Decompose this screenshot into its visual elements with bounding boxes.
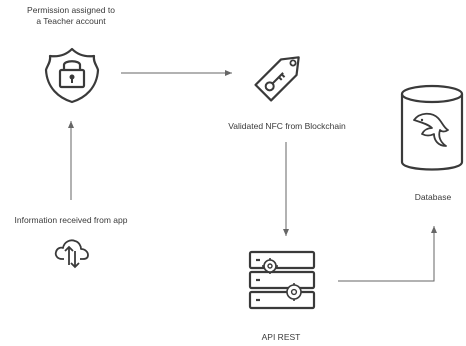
- permission-label-line1: Permission assigned to: [27, 5, 115, 15]
- database-dolphin-icon: [400, 84, 464, 171]
- cloud-sync-icon: [54, 239, 89, 269]
- server-gear-icon: [248, 250, 316, 310]
- tag-key-icon: [254, 56, 300, 102]
- permission-label-line2: a Teacher account: [36, 16, 106, 26]
- arrow-api-to-database: [338, 226, 437, 282]
- shield-lock-icon: [44, 47, 100, 104]
- database-label: Database: [414, 192, 452, 202]
- app-label: Information received from app: [14, 215, 128, 225]
- permission-label: Permission assigned to a Teacher account: [16, 5, 126, 27]
- api-label: API REST: [261, 332, 301, 342]
- nfc-label: Validated NFC from Blockchain: [228, 121, 346, 131]
